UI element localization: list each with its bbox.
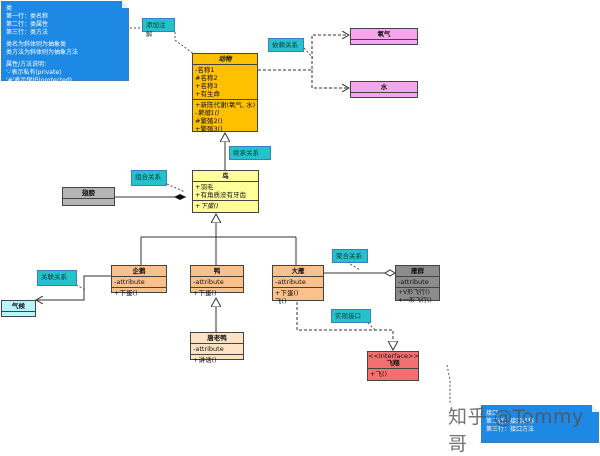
class-animal-name: 动物 bbox=[193, 54, 257, 65]
legend-note: 类 第一行：类名称 第二行：类属性 第三行：类方法 类名为斜体则为抽象类 类方法… bbox=[1, 1, 129, 92]
inheritance-label: 继承关系 bbox=[229, 146, 271, 160]
connector-layer bbox=[0, 27, 451, 405]
class-climate[interactable]: 气候 bbox=[1, 300, 36, 317]
class-bird[interactable]: 鸟 +羽毛 +有角质没有牙齿 +下蛋() bbox=[192, 170, 259, 213]
dependency-water-line bbox=[311, 70, 349, 88]
composition-diamond bbox=[174, 194, 186, 200]
class-penguin[interactable]: 企鹅 -attribute +下蛋() bbox=[111, 265, 167, 297]
aggregation-label: 聚合关系 bbox=[332, 249, 368, 263]
class-animal[interactable]: 动物 -名称1 #名称2 +名称3 +有生命 +新陈代谢(氧气, 水) -繁殖1… bbox=[192, 53, 258, 133]
realization-line bbox=[296, 302, 393, 350]
class-water[interactable]: 水 bbox=[350, 81, 418, 98]
interface-note-link bbox=[446, 364, 451, 405]
realization-label: 实现接口 bbox=[331, 309, 371, 323]
association-label: 关联关系 bbox=[37, 270, 77, 286]
watermark: 知乎 @Tommy哥 bbox=[448, 406, 584, 455]
class-oxygen[interactable]: 氧气 bbox=[350, 28, 418, 45]
dependency-label: 依赖关系 bbox=[268, 38, 304, 52]
aggregation-diamond bbox=[384, 269, 396, 277]
association-line bbox=[36, 275, 111, 300]
class-donald-duck[interactable]: 唐老鸭 -attribute +讲话() bbox=[190, 332, 244, 364]
class-duck[interactable]: 鸭 -attribute +下蛋() bbox=[190, 265, 244, 297]
interface-note: 接口 第二行：接口名称 第三行：接口方法 bbox=[481, 405, 599, 443]
dependency-oxygen-line bbox=[258, 35, 349, 71]
add-note-link bbox=[174, 32, 196, 56]
class-wing[interactable]: 翅膀 bbox=[62, 187, 115, 206]
interface-fly[interactable]: <<Interface>> 飞翔 +飞() bbox=[367, 351, 419, 381]
class-goose[interactable]: 大雁 -attribute +下蛋() 飞() bbox=[272, 265, 324, 305]
add-note-label: 添加注解 bbox=[142, 18, 175, 38]
class-flock[interactable]: 雁群 -attribute +V形飞行() +一形飞行() bbox=[395, 265, 440, 304]
composition-label: 组合关系 bbox=[131, 170, 167, 186]
